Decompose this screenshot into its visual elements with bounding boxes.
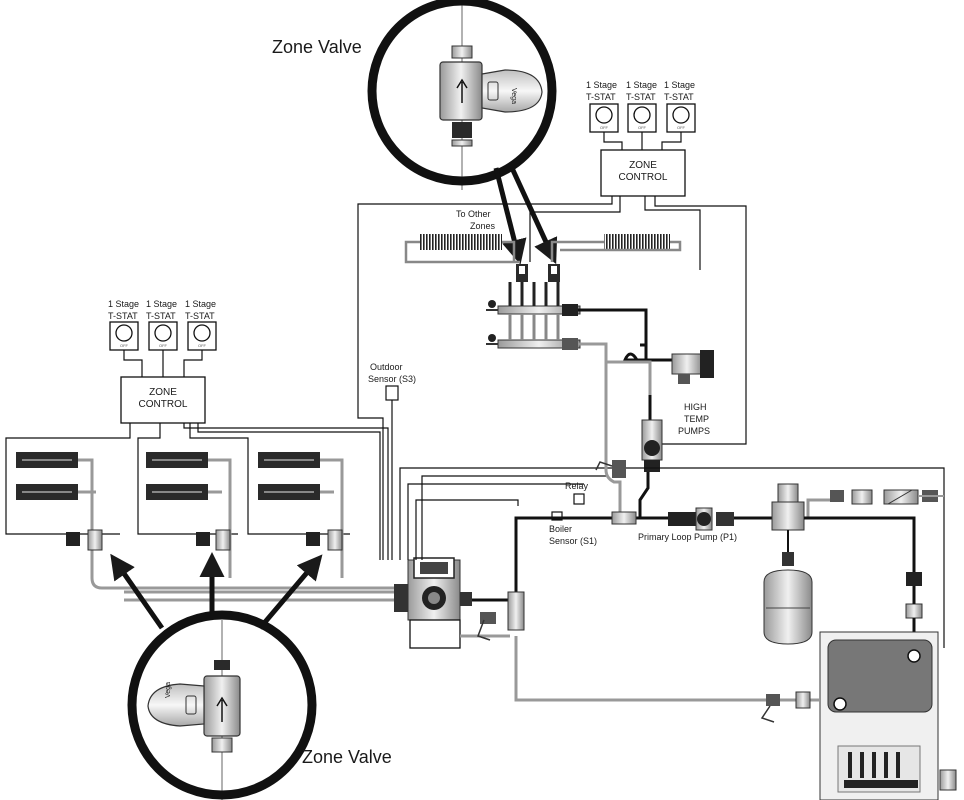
svg-text:OFF: OFF [677, 125, 686, 130]
svg-text:OFF: OFF [600, 125, 609, 130]
manifold-top [486, 264, 581, 350]
radiator-top-left [404, 234, 520, 264]
boiler [819, 631, 957, 800]
outdoor-sensor: Outdoor Sensor (S3) [368, 362, 416, 560]
air-separator [771, 483, 805, 566]
tstat-group-top: 1 Stage T-STAT OFF 1 Stage T-STAT OFF 1 … [586, 80, 696, 150]
zone-valve-callout-top: Zone Valve Vega [272, 0, 557, 190]
svg-text:OFF: OFF [198, 343, 207, 348]
svg-text:1 Stage: 1 Stage [586, 80, 617, 90]
svg-text:1 Stage: 1 Stage [626, 80, 657, 90]
svg-text:T-STAT: T-STAT [664, 92, 694, 102]
zone-valve-callout-bottom: Vega Zone Valve [127, 610, 392, 800]
tstat-left-3: 1 Stage T-STAT OFF [185, 299, 217, 351]
zone-control-top: ZONE CONTROL [600, 149, 686, 197]
zone-valve-top-body [439, 61, 483, 121]
valve-brand-top: Vega [510, 88, 517, 104]
relay-box [573, 493, 585, 505]
wire-top-1 [357, 196, 613, 560]
callout-arrow-bottom-right [258, 554, 323, 630]
pump-stack [641, 395, 663, 472]
zone-valve-top-title: Zone Valve [272, 37, 362, 57]
high-temp-pump [671, 350, 714, 384]
tstat-left-1: 1 Stage T-STAT OFF [108, 299, 139, 351]
makeup-water-assembly [830, 489, 944, 505]
svg-text:1 Stage: 1 Stage [146, 299, 177, 309]
svg-text:T-STAT: T-STAT [586, 92, 616, 102]
svg-text:T-STAT: T-STAT [146, 311, 176, 321]
tstat-group-left: 1 Stage T-STAT OFF 1 Stage T-STAT OFF 1 … [108, 299, 217, 377]
mixing-station [394, 557, 472, 649]
svg-text:TEMP: TEMP [684, 414, 709, 424]
svg-text:PUMPS: PUMPS [678, 426, 710, 436]
tstat-top-2: 1 Stage T-STAT OFF [626, 80, 657, 133]
manifold-left-3 [258, 452, 344, 578]
svg-text:Boiler: Boiler [549, 524, 572, 534]
svg-text:Sensor (S3): Sensor (S3) [368, 374, 416, 384]
svg-text:1 Stage: 1 Stage [185, 299, 216, 309]
zone-control-left: ZONE CONTROL [120, 376, 206, 424]
manifold-left-2 [146, 452, 232, 578]
flow-arrow-icon [456, 78, 468, 103]
relief-valves [477, 460, 626, 641]
primary-pump-label: Primary Loop Pump (P1) [638, 532, 737, 542]
tstat-left-2: 1 Stage T-STAT OFF [146, 299, 178, 351]
svg-text:Zones: Zones [470, 221, 496, 231]
tstat-top-3: 1 Stage T-STAT OFF [664, 80, 696, 133]
manifold-left-1 [16, 452, 103, 578]
svg-text:1 Stage: 1 Stage [664, 80, 695, 90]
primary-loop-supply [514, 516, 700, 600]
callout-arrow-bottom-left [110, 553, 165, 630]
zone-valve-top-actuator [481, 69, 543, 113]
valve-brand-bottom: Vega [165, 682, 172, 698]
zone-valve-bottom-actuator [147, 683, 205, 727]
flow-arrow-icon [216, 696, 228, 722]
boiler-sensor [551, 511, 563, 521]
to-other-zones-label: To Other [456, 209, 491, 219]
radiator-top-right [550, 234, 682, 262]
svg-text:T-STAT: T-STAT [185, 311, 215, 321]
primary-loop-return [514, 636, 770, 702]
primary-loop-pump [611, 507, 734, 531]
svg-text:Sensor (S1): Sensor (S1) [549, 536, 597, 546]
relay-label: Relay [565, 481, 589, 491]
svg-text:T-STAT: T-STAT [108, 311, 138, 321]
svg-text:CONTROL: CONTROL [139, 399, 188, 410]
svg-text:CONTROL: CONTROL [619, 172, 668, 183]
svg-text:ZONE: ZONE [149, 387, 177, 398]
expansion-tank [763, 569, 813, 645]
svg-text:OFF: OFF [120, 343, 129, 348]
svg-text:1 Stage: 1 Stage [108, 299, 139, 309]
tstat-top-1: 1 Stage T-STAT OFF [586, 80, 619, 133]
svg-text:OFF: OFF [159, 343, 168, 348]
callout-arrow-top-left [493, 167, 527, 265]
svg-text:T-STAT: T-STAT [626, 92, 656, 102]
svg-text:ZONE: ZONE [629, 160, 657, 171]
zone-valve-bottom-title: Zone Valve [302, 747, 392, 767]
svg-text:OFF: OFF [638, 125, 647, 130]
high-temp-pumps-label: HIGH [684, 402, 707, 412]
svg-text:Outdoor: Outdoor [370, 362, 403, 372]
boiler-return-valves [760, 691, 811, 723]
